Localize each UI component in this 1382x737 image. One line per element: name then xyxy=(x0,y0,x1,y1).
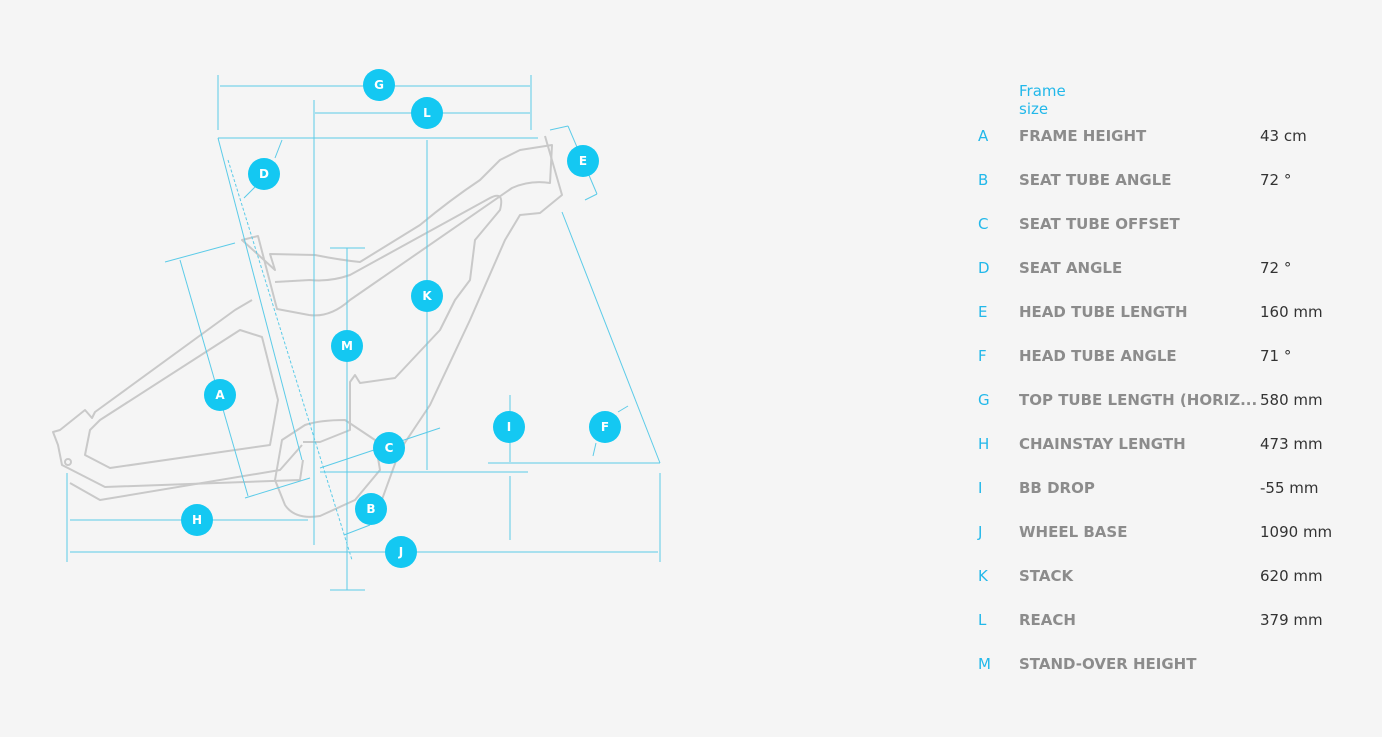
spec-row: F HEAD TUBE ANGLE 71 ° xyxy=(0,347,1382,367)
spec-row: B SEAT TUBE ANGLE 72 ° xyxy=(0,171,1382,191)
spec-letter: E xyxy=(978,303,988,321)
spec-row: K STACK 620 mm xyxy=(0,567,1382,587)
badge-H: H xyxy=(181,504,213,536)
badge-M: M xyxy=(331,330,363,362)
spec-row: I BB DROP -55 mm xyxy=(0,479,1382,499)
spec-label: REACH xyxy=(1019,611,1076,629)
spec-label: BB DROP xyxy=(1019,479,1095,497)
svg-text:E: E xyxy=(579,154,587,168)
spec-label: SEAT TUBE OFFSET xyxy=(1019,215,1180,233)
spec-label: STACK xyxy=(1019,567,1074,585)
badge-L: L xyxy=(411,97,443,129)
spec-label: SEAT ANGLE xyxy=(1019,259,1123,277)
svg-text:H: H xyxy=(192,513,202,527)
spec-letter: C xyxy=(978,215,989,233)
spec-letter: G xyxy=(978,391,990,409)
spec-label: SEAT TUBE ANGLE xyxy=(1019,171,1172,189)
spec-letter: D xyxy=(978,259,990,277)
spec-letter: H xyxy=(978,435,990,453)
spec-row: A FRAME HEIGHT 43 cm xyxy=(0,127,1382,147)
frame-geometry-diagram: G L E D K M A I F C B H J xyxy=(52,69,661,591)
bike-frame-outline xyxy=(52,135,563,518)
spec-letter: J xyxy=(978,523,983,541)
svg-text:C: C xyxy=(385,441,394,455)
spec-letter: F xyxy=(978,347,987,365)
spec-label: CHAINSTAY LENGTH xyxy=(1019,435,1186,453)
badge-C: C xyxy=(373,432,405,464)
spec-value: 72 ° xyxy=(1260,259,1292,277)
badge-D: D xyxy=(248,158,280,190)
spec-label: HEAD TUBE LENGTH xyxy=(1019,303,1188,321)
spec-value: 620 mm xyxy=(1260,567,1323,585)
spec-label: TOP TUBE LENGTH (HORIZ... xyxy=(1019,391,1258,409)
badge-J: J xyxy=(385,536,417,568)
svg-text:D: D xyxy=(259,167,269,181)
spec-label: STAND-OVER HEIGHT xyxy=(1019,655,1197,673)
spec-row: M STAND-OVER HEIGHT xyxy=(0,655,1382,675)
spec-row: G TOP TUBE LENGTH (HORIZ...580 mm xyxy=(0,391,1382,411)
spec-value: 72 ° xyxy=(1260,171,1292,189)
svg-text:B: B xyxy=(366,502,375,516)
spec-letter: K xyxy=(978,567,988,585)
spec-value: 580 mm xyxy=(1260,391,1323,409)
spec-value: 71 ° xyxy=(1260,347,1292,365)
frame-size-heading: Frame size xyxy=(1019,82,1066,118)
svg-text:L: L xyxy=(423,106,431,120)
badge-A: A xyxy=(204,379,236,411)
spec-row: L REACH 379 mm xyxy=(0,611,1382,631)
spec-letter: L xyxy=(978,611,987,629)
svg-text:G: G xyxy=(374,78,384,92)
spec-row: C SEAT TUBE OFFSET xyxy=(0,215,1382,235)
spec-letter: I xyxy=(978,479,983,497)
spec-row: D SEAT ANGLE 72 ° xyxy=(0,259,1382,279)
spec-letter: A xyxy=(978,127,989,145)
svg-text:J: J xyxy=(398,545,403,559)
spec-label: HEAD TUBE ANGLE xyxy=(1019,347,1177,365)
svg-text:M: M xyxy=(341,339,353,353)
badge-G: G xyxy=(363,69,395,101)
spec-value: 160 mm xyxy=(1260,303,1323,321)
badge-F: F xyxy=(589,411,621,443)
spec-value: 379 mm xyxy=(1260,611,1323,629)
spec-label: WHEEL BASE xyxy=(1019,523,1128,541)
spec-row: E HEAD TUBE LENGTH 160 mm xyxy=(0,303,1382,323)
svg-text:K: K xyxy=(422,289,432,303)
badge-I: I xyxy=(493,411,525,443)
spec-value: 43 cm xyxy=(1260,127,1307,145)
spec-value: -55 mm xyxy=(1260,479,1319,497)
spec-row: J WHEEL BASE 1090 mm xyxy=(0,523,1382,543)
spec-row: H CHAINSTAY LENGTH 473 mm xyxy=(0,435,1382,455)
spec-letter: M xyxy=(978,655,991,673)
svg-text:I: I xyxy=(507,420,511,434)
spec-value: 1090 mm xyxy=(1260,523,1333,541)
badge-B: B xyxy=(355,493,387,525)
svg-text:A: A xyxy=(215,388,225,402)
badge-K: K xyxy=(411,280,443,312)
badge-E: E xyxy=(567,145,599,177)
spec-letter: B xyxy=(978,171,989,189)
svg-text:F: F xyxy=(601,420,609,434)
spec-label: FRAME HEIGHT xyxy=(1019,127,1147,145)
spec-value: 473 mm xyxy=(1260,435,1323,453)
